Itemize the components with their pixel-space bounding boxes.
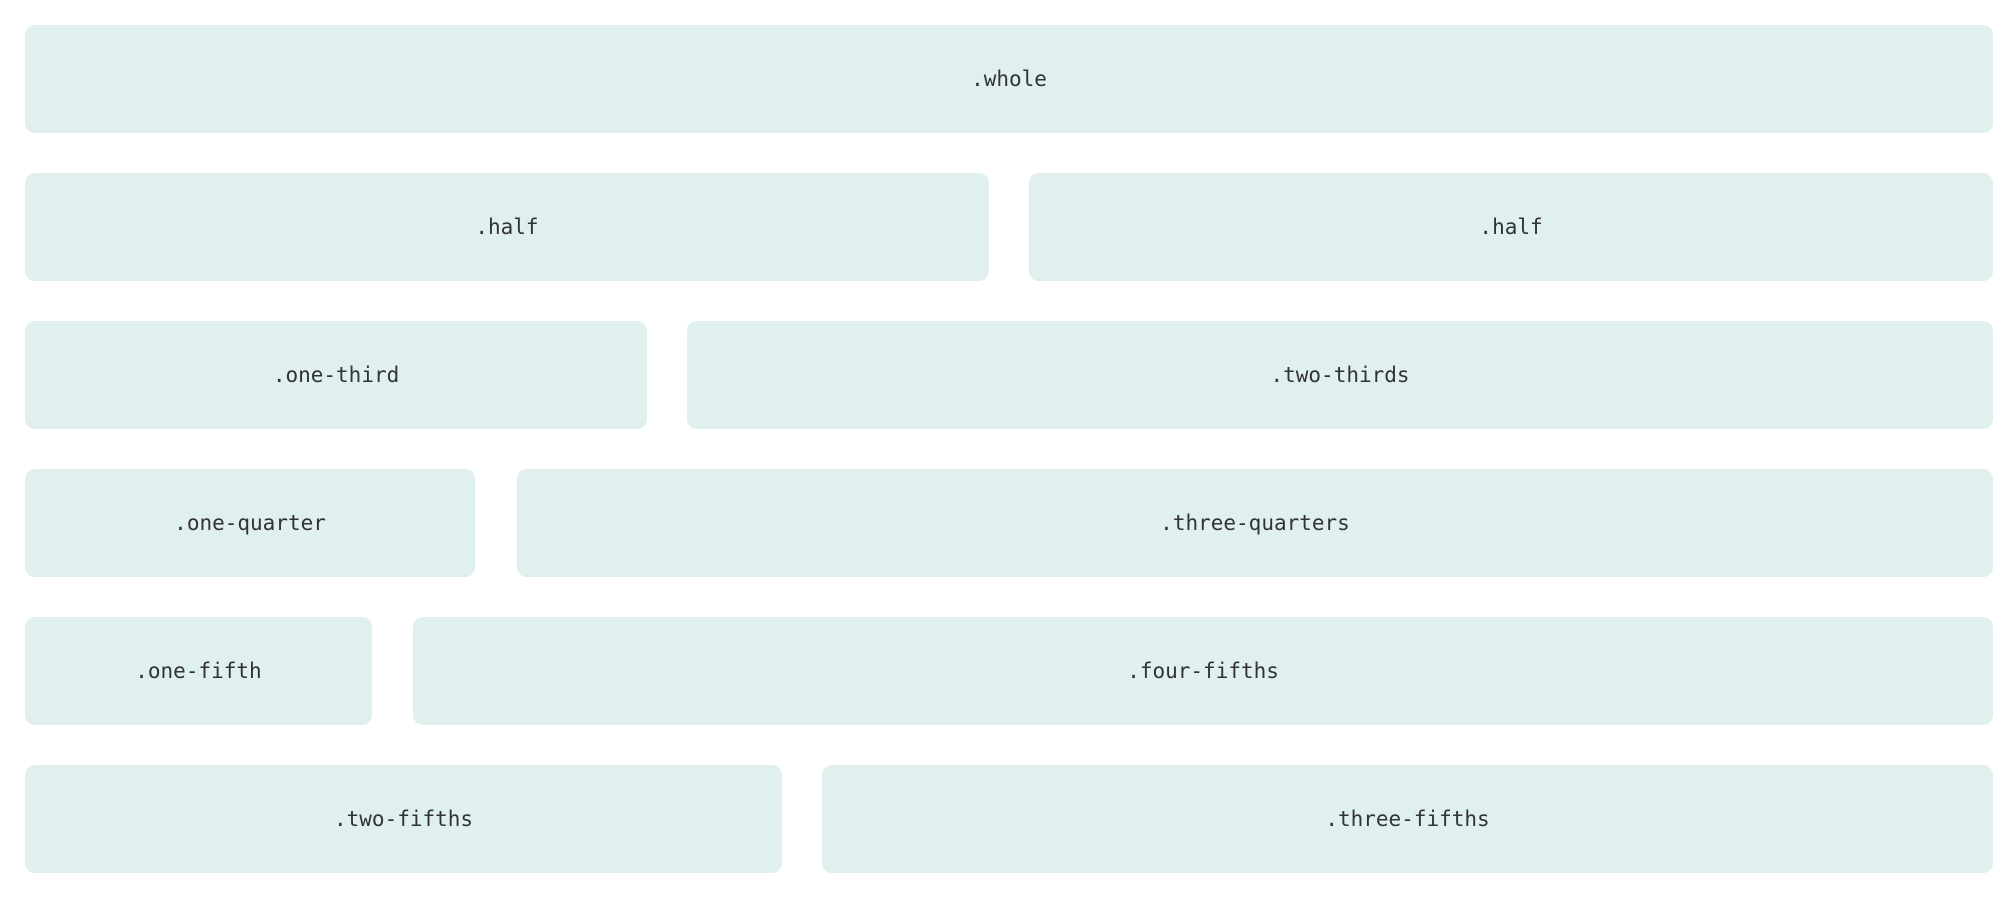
grid-box-label: .one-fifth bbox=[135, 658, 262, 683]
grid-box-four-fifths: .four-fifths bbox=[413, 617, 1993, 725]
grid-box-label: .three-quarters bbox=[1160, 510, 1350, 535]
grid-row-fifths-1: .one-fifth .four-fifths bbox=[25, 617, 1993, 725]
grid-box-label: .half bbox=[475, 214, 539, 239]
grid-box-label: .four-fifths bbox=[1127, 658, 1279, 683]
grid-box-one-fifth: .one-fifth bbox=[25, 617, 372, 725]
grid-box-label: .two-fifths bbox=[334, 806, 474, 831]
grid-box-half-1: .half bbox=[25, 173, 989, 281]
grid-row-thirds: .one-third .two-thirds bbox=[25, 321, 1993, 429]
grid-box-half-2: .half bbox=[1029, 173, 1993, 281]
grid-row-whole: .whole bbox=[25, 25, 1993, 133]
grid-box-label: .two-thirds bbox=[1270, 362, 1410, 387]
grid-box-two-fifths: .two-fifths bbox=[25, 765, 783, 873]
grid-box-label: .whole bbox=[971, 66, 1047, 91]
grid-box-one-third: .one-third bbox=[25, 321, 648, 429]
grid-box-label: .half bbox=[1479, 214, 1543, 239]
grid-row-quarters: .one-quarter .three-quarters bbox=[25, 469, 1993, 577]
grid-box-three-quarters: .three-quarters bbox=[517, 469, 1993, 577]
fraction-grid-demo: .whole .half .half .one-third .two-third… bbox=[25, 25, 1993, 873]
grid-row-halves: .half .half bbox=[25, 173, 1993, 281]
grid-box-two-thirds: .two-thirds bbox=[687, 321, 1993, 429]
grid-box-one-quarter: .one-quarter bbox=[25, 469, 476, 577]
grid-box-label: .one-third bbox=[272, 362, 400, 387]
grid-box-three-fifths: .three-fifths bbox=[822, 765, 1993, 873]
grid-box-label: .one-quarter bbox=[174, 510, 326, 535]
grid-row-fifths-2: .two-fifths .three-fifths bbox=[25, 765, 1993, 873]
grid-box-label: .three-fifths bbox=[1325, 806, 1490, 831]
grid-box-whole: .whole bbox=[25, 25, 1993, 133]
